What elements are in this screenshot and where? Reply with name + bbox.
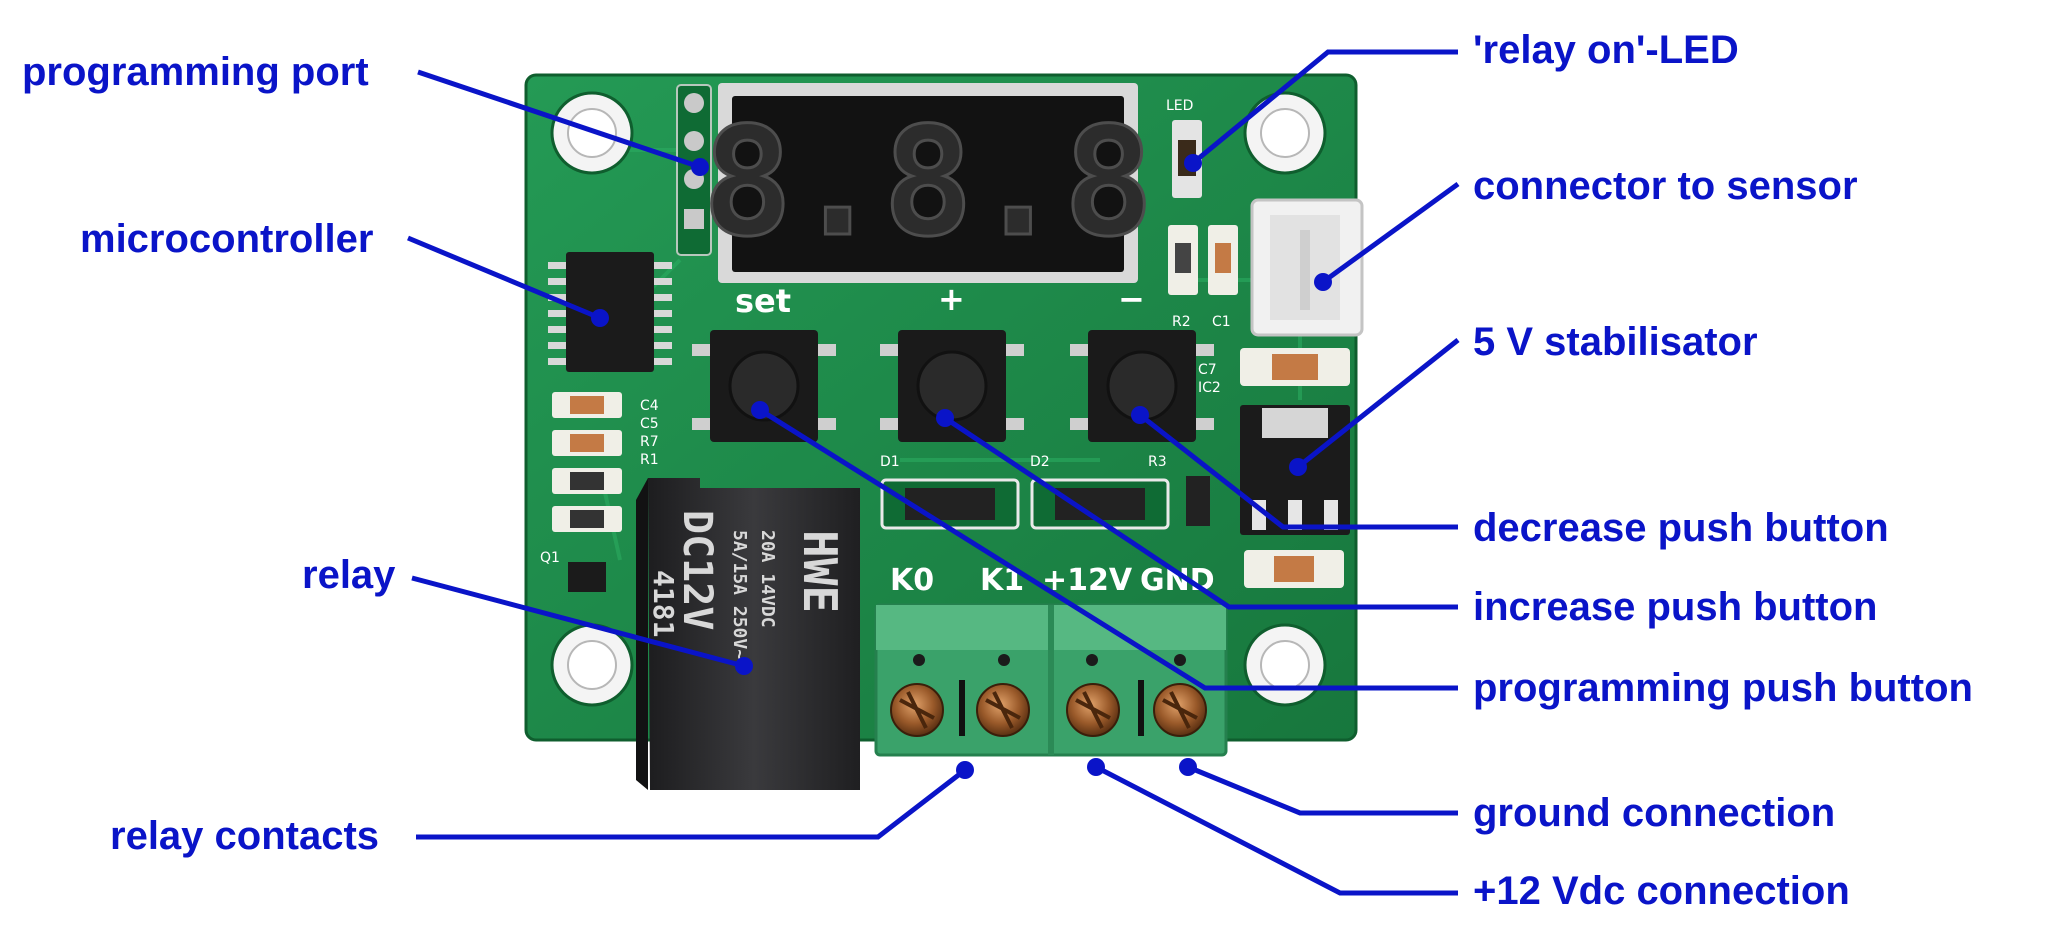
label-relay: relay xyxy=(302,553,396,597)
svg-text:R1: R1 xyxy=(640,452,659,468)
svg-text:C4: C4 xyxy=(640,398,659,414)
terminal-block xyxy=(874,603,1228,757)
svg-text:D2: D2 xyxy=(1030,454,1050,470)
display-digits: 8.8.8 xyxy=(702,96,1154,270)
svg-text:set: set xyxy=(735,282,791,320)
svg-text:Q1: Q1 xyxy=(540,550,560,566)
svg-text:D1: D1 xyxy=(880,454,900,470)
label-plus12-vdc-connection: +12 Vdc connection xyxy=(1473,869,1850,913)
svg-text:LED: LED xyxy=(1166,98,1193,114)
leader-dots xyxy=(591,154,1332,779)
decrease-push-button-body xyxy=(1070,330,1214,442)
programming-push-button-body xyxy=(692,330,836,442)
svg-text:C1: C1 xyxy=(1212,314,1231,330)
svg-text:R3: R3 xyxy=(1148,454,1167,470)
relay-markings: HWE 20A 14VDC 5A/15A 250V~ DC12V 4181 xyxy=(647,510,847,660)
svg-text:+12V: +12V xyxy=(1042,563,1133,598)
svg-text:C7: C7 xyxy=(1198,362,1217,378)
increase-push-button-body xyxy=(880,330,1024,442)
sensor-connector xyxy=(1250,198,1364,337)
svg-text:K0: K0 xyxy=(890,563,934,598)
label-decrease-push-button: decrease push button xyxy=(1473,506,1889,550)
svg-text:HWE: HWE xyxy=(793,530,847,613)
microcontroller-chip xyxy=(548,252,672,372)
label-increase-push-button: increase push button xyxy=(1473,585,1878,629)
svg-text:+: + xyxy=(938,280,965,318)
label-ground-connection: ground connection xyxy=(1473,791,1836,835)
label-programming-push-button: programming push button xyxy=(1473,666,1973,710)
svg-text:C5: C5 xyxy=(640,416,659,432)
smd-components-top: R2 C1 xyxy=(1168,225,1238,330)
label-relay-contacts: relay contacts xyxy=(110,814,380,858)
svg-text:−: − xyxy=(1118,280,1145,318)
smd-components-left: C4 C5 R7 R1 Q1 xyxy=(540,392,659,592)
label-programming-port: programming port xyxy=(22,50,369,94)
svg-text:DC12V: DC12V xyxy=(674,510,720,630)
label-5v-stabilisator: 5 V stabilisator xyxy=(1473,320,1758,364)
svg-text:5A/15A 250V~: 5A/15A 250V~ xyxy=(729,530,750,660)
svg-text:20A 14VDC: 20A 14VDC xyxy=(757,530,778,628)
svg-text:R7: R7 xyxy=(640,434,659,450)
diodes: D1 D2 R3 xyxy=(880,454,1210,530)
label-connector-to-sensor: connector to sensor xyxy=(1473,164,1858,208)
relay-body: HWE 20A 14VDC 5A/15A 250V~ DC12V 4181 xyxy=(636,478,860,790)
svg-text:IC2: IC2 xyxy=(1198,380,1221,396)
label-relay-on-led: 'relay on'-LED xyxy=(1473,28,1739,72)
mounting-holes xyxy=(550,91,1327,707)
svg-text:R2: R2 xyxy=(1172,314,1191,330)
svg-text:4181: 4181 xyxy=(647,570,680,637)
seven-segment-display: 8.8.8 xyxy=(701,83,1155,283)
leader-lines xyxy=(407,49,1460,896)
label-microcontroller: microcontroller xyxy=(80,217,374,261)
